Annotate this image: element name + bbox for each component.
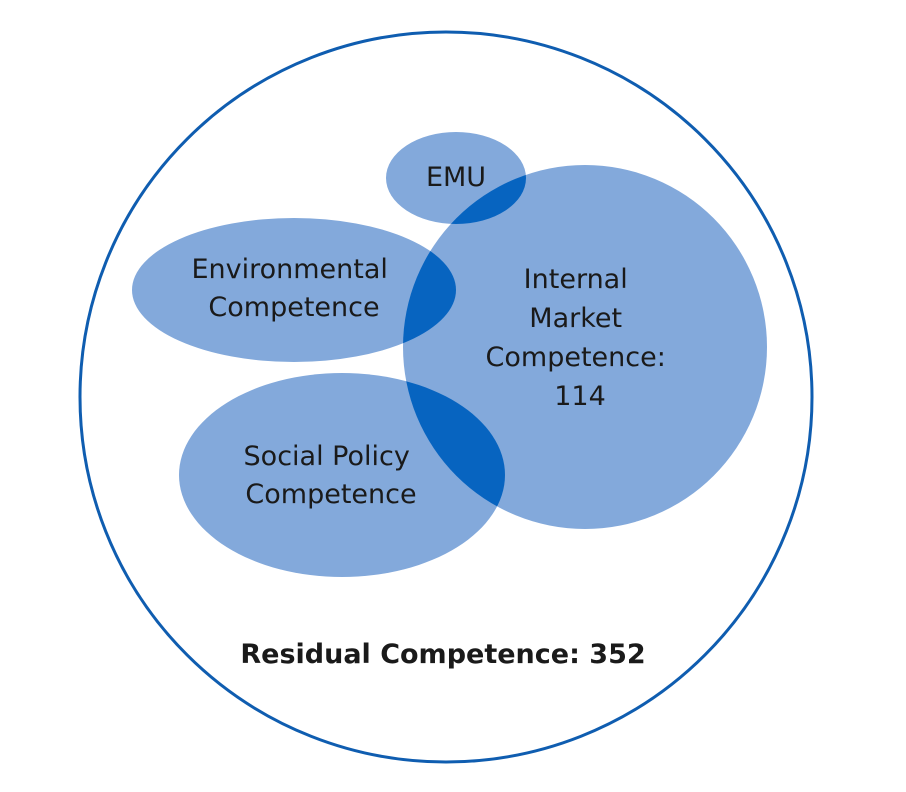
environmental-blob <box>132 218 456 362</box>
internal-market-blob <box>403 165 767 529</box>
residual-competence-label: Residual Competence: 352 <box>240 639 645 670</box>
environmental-label: Environmental Competence <box>191 254 396 323</box>
internal-market-label: Internal Market Competence: 114 <box>486 264 675 412</box>
social-policy-label: Social Policy Competence <box>244 441 419 510</box>
emu-label: EMU <box>426 162 486 193</box>
residual-competence-circle <box>78 30 814 764</box>
